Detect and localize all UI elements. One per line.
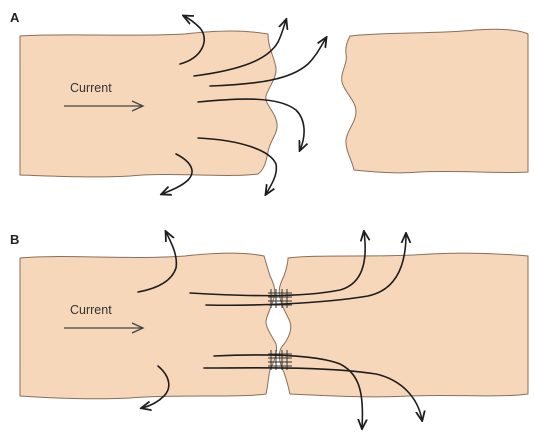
cell-b-right	[279, 253, 528, 397]
panel-a-label: A	[10, 10, 20, 25]
current-label-a: Current	[70, 81, 112, 95]
current-label-b: Current	[70, 303, 112, 317]
cell-a-right	[342, 29, 528, 173]
cell-b-left	[20, 253, 277, 399]
panel-b-label: B	[10, 232, 19, 247]
cell-a-left	[20, 31, 277, 177]
